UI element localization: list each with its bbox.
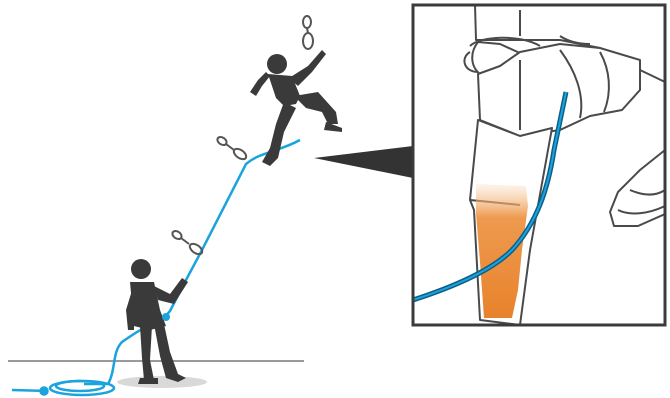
belay-device xyxy=(162,313,170,321)
quickdraw-icon xyxy=(216,135,248,161)
leader-climber-icon xyxy=(250,50,342,166)
zoom-inset xyxy=(413,5,665,325)
belayer-shadow xyxy=(117,376,207,388)
quickdraw-icon xyxy=(303,16,313,49)
belayer-icon xyxy=(126,259,188,384)
quickdraw-icon xyxy=(171,229,204,256)
zoom-pointer xyxy=(314,146,413,178)
